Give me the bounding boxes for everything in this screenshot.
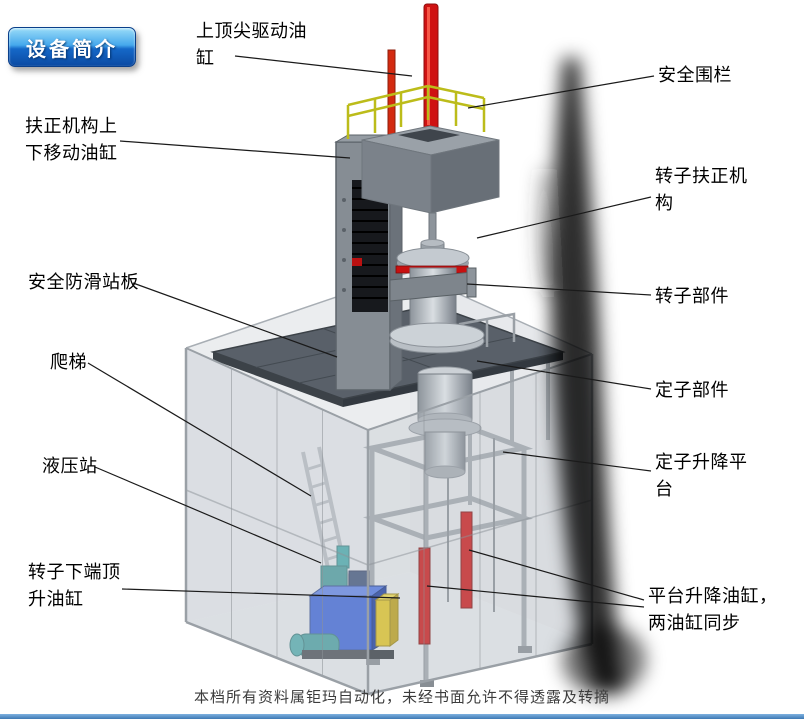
- label-safety-fence: 安全围栏: [658, 65, 732, 85]
- label-ladder: 爬梯: [50, 352, 87, 372]
- watermark-text: 本档所有资料属钜玛自动化，未经书面允许不得透露及转摘: [193, 689, 610, 706]
- label-stator-lift-platform: 定子升降平台: [655, 452, 748, 499]
- rotor-assembly: [389, 212, 485, 354]
- label-rotor-part: 转子部件: [655, 286, 729, 306]
- top-drive-cylinder: [423, 3, 439, 131]
- label-platform-lift-cylinders: 平台升降油缸，两油缸同步: [648, 586, 778, 633]
- label-righting-cylinder: 扶正机构上下移动油缸: [25, 116, 118, 163]
- enclosure-front: [184, 347, 594, 696]
- label-stator-part: 定子部件: [655, 380, 729, 400]
- head-block: [361, 125, 500, 214]
- leader-lines: [87, 55, 655, 608]
- hydraulic-station: [289, 545, 400, 659]
- label-rotor-jack-cylinder: 转子下端顶升油缸: [28, 562, 121, 609]
- label-antislip-plate: 安全防滑站板: [28, 272, 139, 292]
- press-column: [334, 3, 500, 392]
- title-badge-label: 设备简介: [26, 38, 118, 61]
- bottom-accent-bar: [0, 714, 804, 719]
- label-hydraulic-station: 液压站: [42, 456, 98, 476]
- safety-railing: [346, 84, 486, 139]
- label-top-drive-cylinder: 上顶尖驱动油缸: [196, 21, 307, 68]
- label-rotor-righting-mechanism: 转子扶正机构: [655, 166, 748, 213]
- title-badge: 设备简介: [8, 27, 136, 67]
